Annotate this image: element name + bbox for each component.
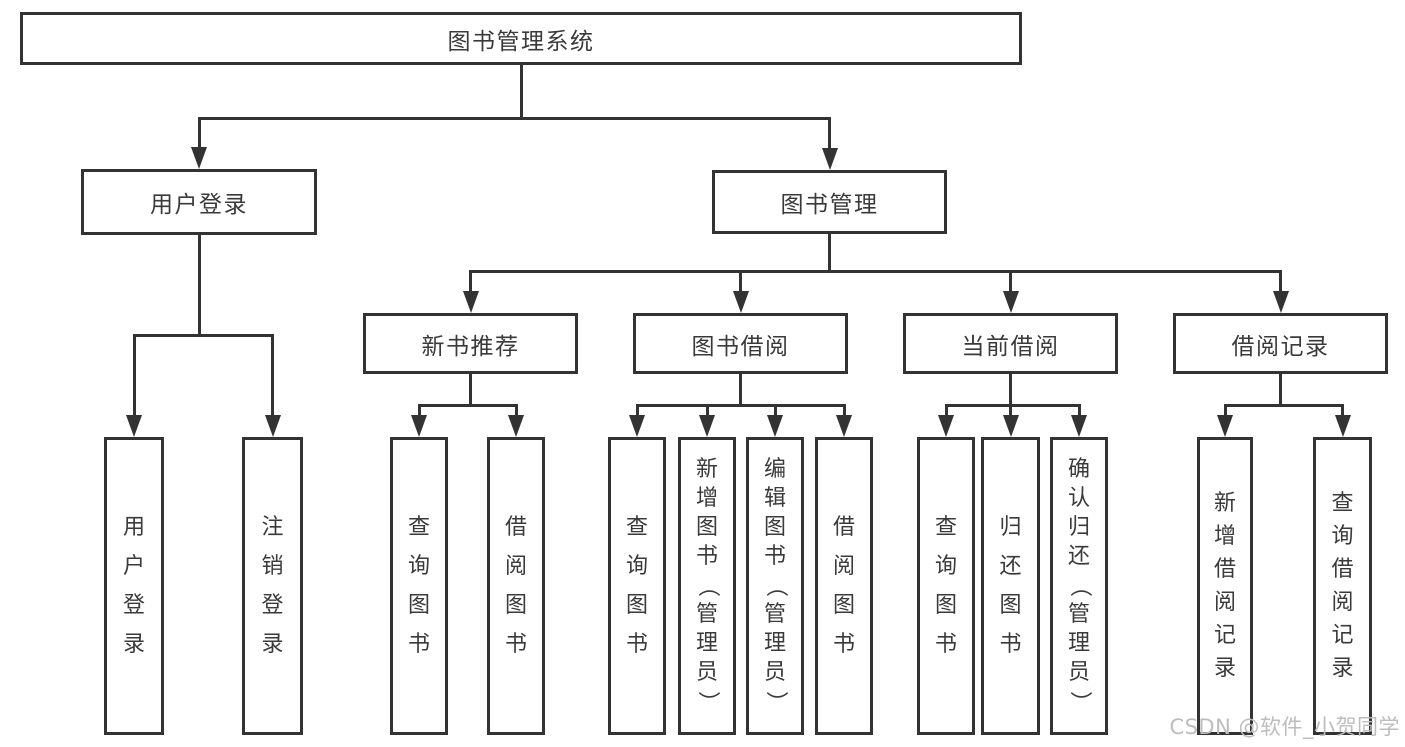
arrowhead-down-icon (508, 415, 524, 437)
node-label: 当前借阅 (961, 333, 1060, 360)
node-leaf-nb-borrow: 借阅图书 (487, 437, 545, 735)
edge-parent-stub (1009, 374, 1012, 405)
arrowhead-down-icon (821, 148, 838, 170)
node-label-vertical: 借阅图书 (504, 514, 527, 657)
arrowhead-down-icon (126, 415, 142, 437)
edge-parent-stub (197, 235, 201, 335)
node-label-vertical: 编辑图书（管理员） (762, 457, 788, 714)
node-label: 借阅记录 (1231, 333, 1330, 360)
node-label: 图书管理 (780, 192, 879, 218)
arrowhead-down-icon (462, 291, 479, 313)
edge-child-shaft (842, 405, 846, 417)
node-current-borrow: 当前借阅 (903, 313, 1118, 374)
edge-child-shaft (132, 335, 136, 417)
node-label-vertical: 用户登录 (122, 514, 145, 657)
edge-branch-line (944, 403, 1081, 407)
node-label-vertical: 归还图书 (999, 514, 1022, 657)
edge-branch-line (1223, 403, 1344, 407)
arrowhead-down-icon (411, 415, 427, 437)
edge-branch-line (469, 269, 1282, 273)
arrowhead-down-icon (767, 415, 783, 437)
edge-child-shaft (417, 405, 421, 417)
node-label-vertical: 查询借阅记录 (1331, 490, 1354, 681)
edge-child-shaft (1077, 405, 1081, 417)
arrowhead-down-icon (1002, 415, 1019, 437)
node-leaf-bb-borrow: 借阅图书 (815, 437, 873, 735)
node-label: 新书推荐 (421, 333, 520, 360)
edge-child-shaft (1341, 405, 1344, 417)
node-leaf-bb-query: 查询图书 (608, 437, 666, 735)
node-label-vertical: 查询图书 (625, 514, 648, 657)
node-label: 用户登录 (150, 192, 248, 218)
edge-child-shaft (705, 405, 709, 417)
edge-branch-line (417, 403, 518, 407)
csdn-watermark: CSDN @软件_小贺同学 (1169, 715, 1400, 739)
arrowhead-down-icon (1071, 415, 1087, 437)
node-leaf-user-login: 用户登录 (104, 437, 164, 735)
edge-child-shaft (1223, 405, 1227, 417)
node-label-vertical: 查询图书 (934, 514, 957, 657)
edge-parent-stub (519, 65, 523, 118)
node-borrow-records: 借阅记录 (1173, 313, 1388, 374)
node-label-vertical: 注销登录 (261, 514, 284, 657)
node-book-mgmt: 图书管理 (712, 170, 947, 234)
arrowhead-down-icon (1002, 291, 1019, 313)
edge-branch-line (197, 116, 831, 120)
node-leaf-cb-query: 查询图书 (917, 437, 975, 735)
node-leaf-br-query: 查询借阅记录 (1313, 437, 1372, 735)
arrowhead-down-icon (629, 415, 645, 437)
arrowhead-down-icon (1217, 415, 1233, 437)
node-label-vertical: 新增借阅记录 (1213, 490, 1236, 681)
edge-child-shaft (828, 118, 831, 150)
arrowhead-down-icon (191, 147, 207, 169)
node-leaf-nb-query: 查询图书 (390, 437, 448, 735)
node-leaf-bb-edit: 编辑图书（管理员） (746, 437, 804, 735)
arrowhead-down-icon (732, 291, 749, 313)
edge-parent-stub (739, 374, 742, 405)
arrowhead-down-icon (938, 415, 954, 437)
edge-child-shaft (1009, 271, 1012, 293)
edge-child-shaft (271, 335, 274, 417)
arrowhead-down-icon (264, 415, 281, 437)
edge-child-shaft (944, 405, 948, 417)
node-leaf-cb-return: 归还图书 (981, 437, 1040, 735)
edge-child-shaft (739, 271, 742, 293)
arrowhead-down-icon (836, 415, 852, 437)
node-new-book-rec: 新书推荐 (363, 313, 578, 374)
edge-child-shaft (1009, 405, 1012, 417)
edge-branch-line (635, 403, 846, 407)
node-leaf-br-add: 新增借阅记录 (1197, 437, 1253, 735)
edge-parent-stub (828, 234, 831, 271)
edge-child-shaft (197, 118, 201, 149)
node-book-borrow: 图书借阅 (633, 313, 848, 374)
edge-branch-line (132, 333, 274, 337)
node-leaf-bb-add: 新增图书（管理员） (678, 437, 736, 735)
edge-child-shaft (635, 405, 639, 417)
node-leaf-cb-confirm: 确认归还（管理员） (1050, 437, 1108, 735)
edge-child-shaft (1279, 271, 1282, 293)
node-label-vertical: 查询图书 (407, 514, 430, 657)
node-user-login: 用户登录 (81, 169, 317, 235)
node-label-vertical: 新增图书（管理员） (694, 457, 720, 714)
edge-parent-stub (1279, 374, 1282, 405)
arrowhead-down-icon (699, 415, 715, 437)
node-label: 图书借阅 (691, 333, 790, 360)
node-label-vertical: 借阅图书 (832, 514, 855, 657)
node-leaf-logout: 注销登录 (242, 437, 303, 735)
edge-child-shaft (469, 271, 472, 293)
edge-parent-stub (469, 374, 472, 405)
arrowhead-down-icon (1334, 415, 1351, 437)
edge-child-shaft (514, 405, 518, 417)
node-root: 图书管理系统 (20, 12, 1022, 65)
node-label-vertical: 确认归还（管理员） (1066, 457, 1092, 714)
edge-child-shaft (773, 405, 777, 417)
arrowhead-down-icon (1272, 291, 1289, 313)
node-label: 图书管理系统 (447, 28, 595, 55)
